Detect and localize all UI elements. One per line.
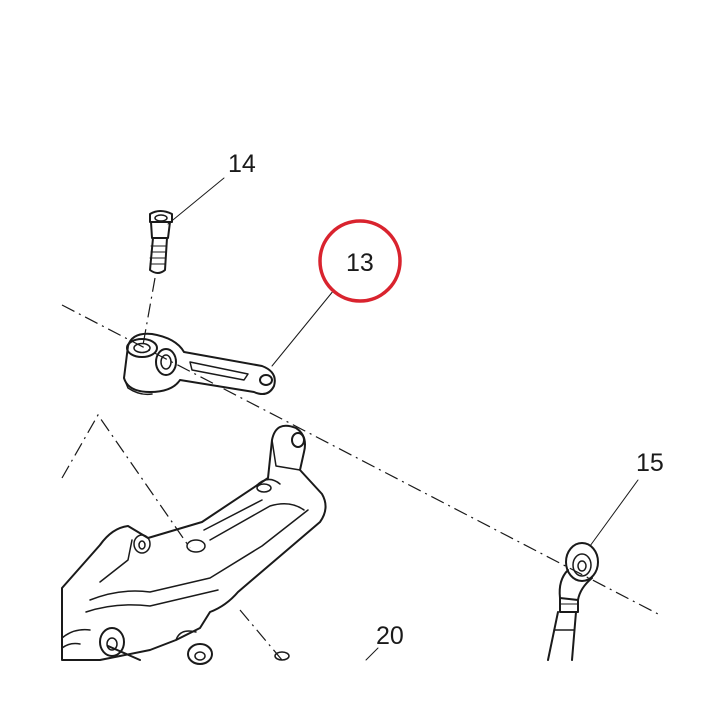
frame-axis-line-a <box>61 413 191 549</box>
leader-20 <box>365 647 379 661</box>
assembly-axis-line <box>61 304 661 616</box>
callout-20: 20 <box>376 622 404 650</box>
callout-15: 15 <box>636 449 664 477</box>
bolt-part-14 <box>149 210 173 274</box>
frame-axis-line-b <box>239 609 283 661</box>
highlight-circle <box>318 219 402 303</box>
lever-arm-part-13 <box>123 332 276 396</box>
callout-13: 13 <box>346 249 374 277</box>
frame-bracket-part-20 <box>61 424 327 665</box>
tie-rod-part-15 <box>547 542 599 661</box>
leader-14 <box>167 177 225 225</box>
leader-13 <box>271 289 335 367</box>
callout-14: 14 <box>228 150 256 178</box>
leader-15 <box>589 479 639 547</box>
